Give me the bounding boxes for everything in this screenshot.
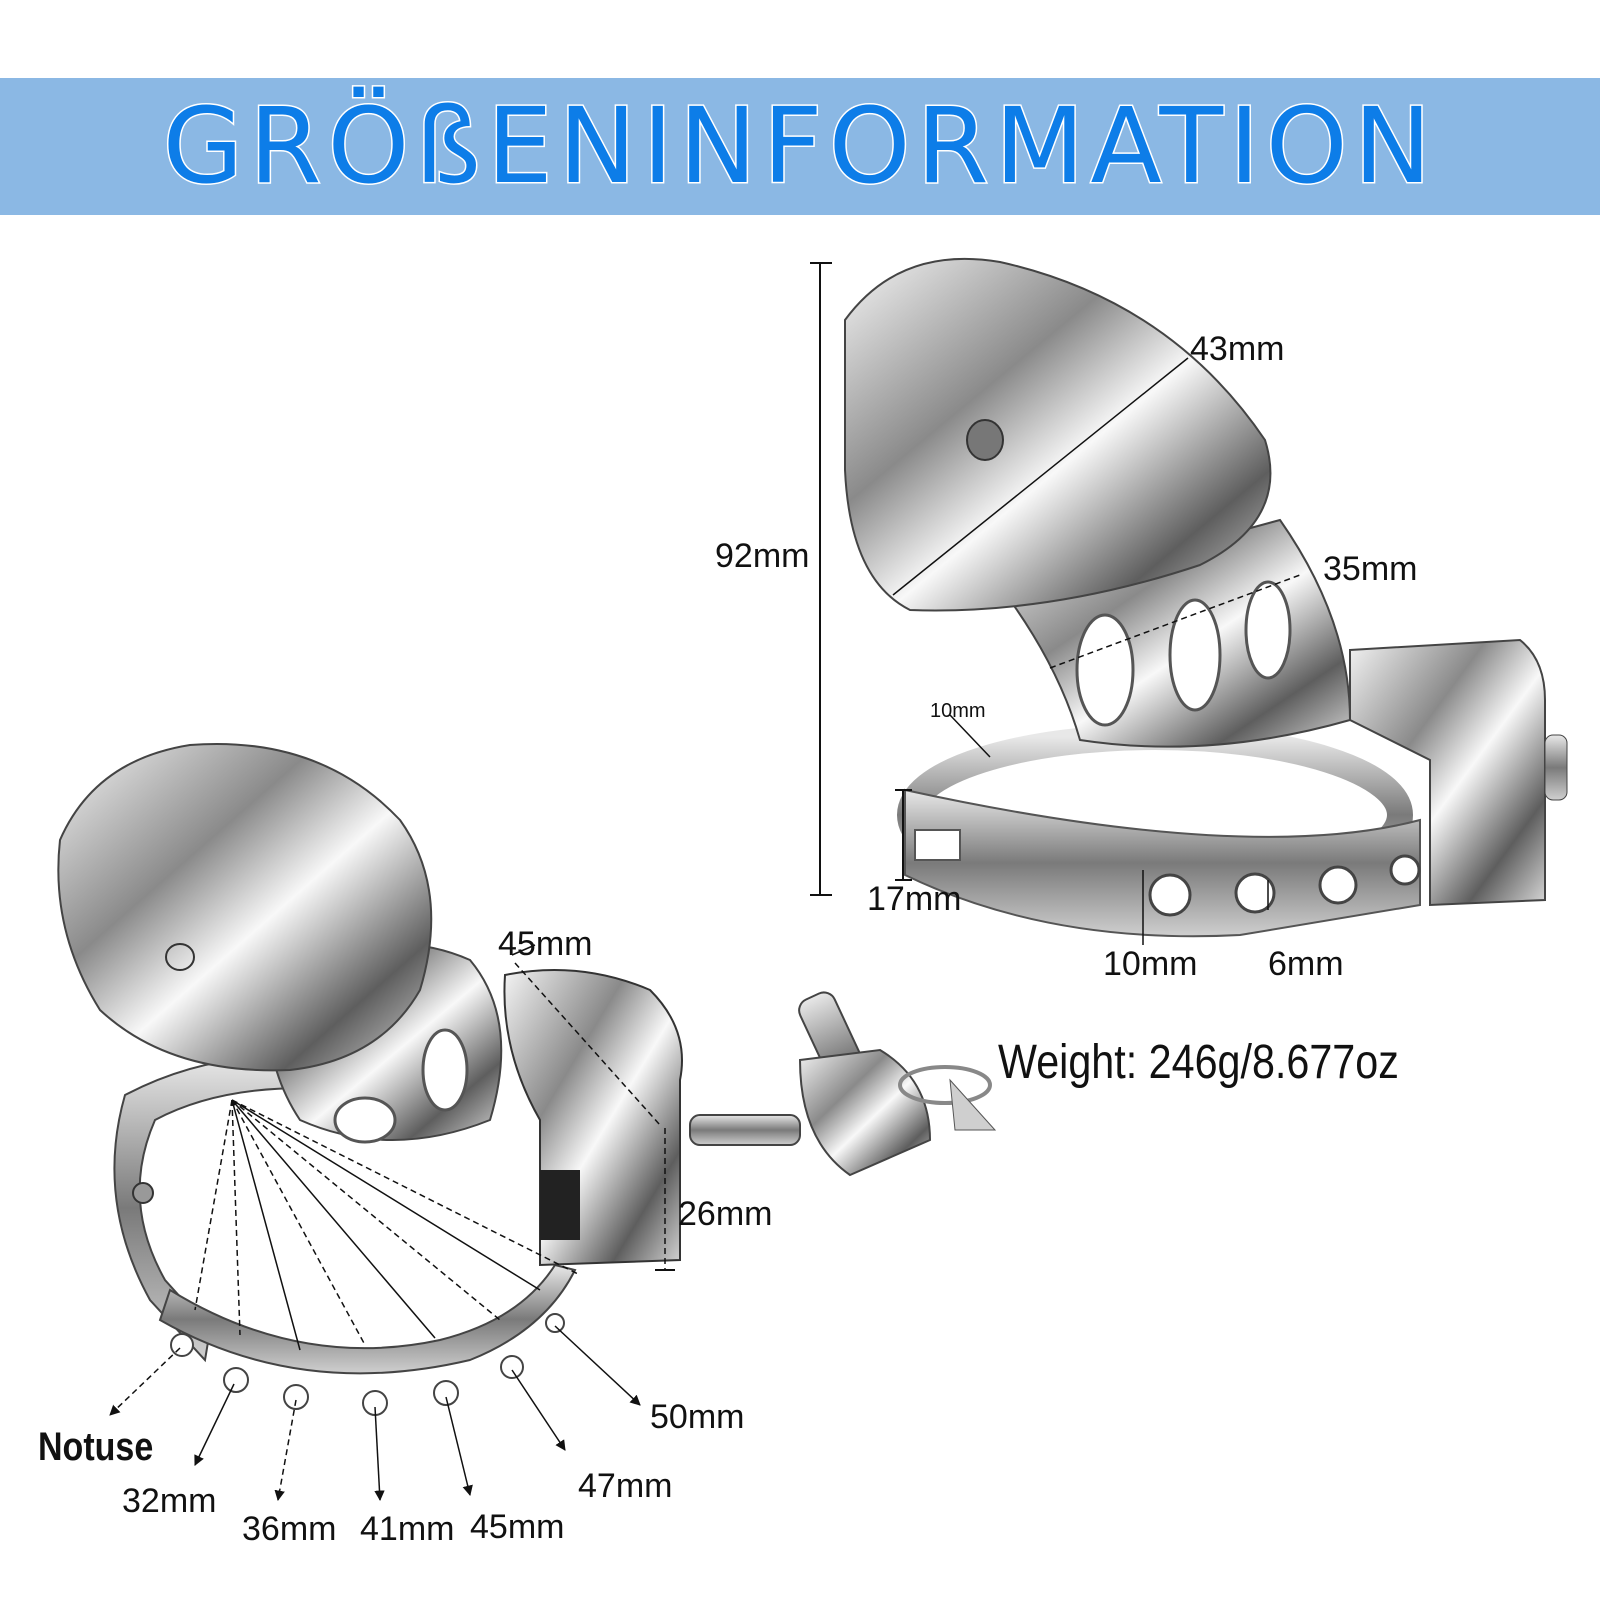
ring-size-36-label: 36mm [242,1510,337,1548]
lock-length-label: 45mm [498,925,593,963]
ring-size-32-label: 32mm [122,1482,217,1520]
shaft-width-label: 35mm [1323,550,1418,588]
dimension-lines-top [810,262,1301,945]
lock-height-label: 26mm [678,1195,773,1233]
ring-thickness-label: 10mm [930,700,986,722]
chastity-cage-front-view [844,257,1568,938]
dimension-lines-bottom [109,944,675,1502]
padlock-key [689,991,997,1177]
weight-label: Weight: 246g/8.677oz [998,1036,1399,1089]
ring-size-47-label: 47mm [578,1467,673,1505]
cap-width-label: 43mm [1190,330,1285,368]
height-label: 92mm [715,537,810,575]
ring-size-50-label: 50mm [650,1398,745,1436]
ring-size-notuse-label: Notuse [38,1425,154,1469]
ring-size-41-label: 41mm [360,1510,455,1548]
banner: GRÖßENINFORMATION [0,78,1600,215]
chastity-cage-side-view [57,742,683,1416]
hole-diameter-label: 6mm [1268,945,1344,983]
page-title: GRÖßENINFORMATION [161,84,1438,209]
ring-size-45-label: 45mm [470,1508,565,1546]
ring-width-label: 10mm [1103,945,1198,983]
ring-height-label: 17mm [867,880,962,918]
